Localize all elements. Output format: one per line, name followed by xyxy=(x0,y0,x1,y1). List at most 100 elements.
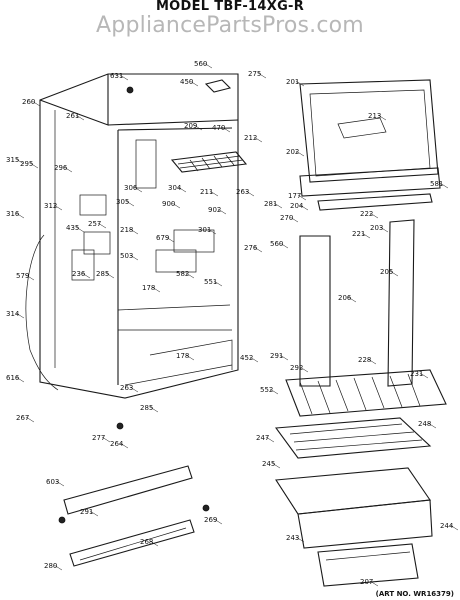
callout-304: 304 xyxy=(168,184,182,192)
callout-213: 213 xyxy=(368,112,381,120)
watermark: AppliancePartsPros.com xyxy=(96,13,364,38)
callout-211: 211 xyxy=(200,188,213,196)
leader-line xyxy=(89,510,99,517)
leader-line xyxy=(299,204,309,211)
leader-line xyxy=(31,100,41,107)
leader-line xyxy=(245,190,255,197)
leader-line xyxy=(427,422,437,429)
leader-line xyxy=(209,190,219,197)
callout-178: 178 xyxy=(176,352,189,360)
door xyxy=(299,79,441,387)
wire-shelf xyxy=(285,369,447,417)
callout-560: 560 xyxy=(194,60,207,68)
callout-285: 285 xyxy=(96,270,109,278)
drain-tube xyxy=(25,234,124,430)
leader-line xyxy=(249,356,259,363)
leader-line xyxy=(185,272,195,279)
leader-line xyxy=(25,274,35,281)
callout-260: 260 xyxy=(22,98,35,106)
leader-line xyxy=(53,204,63,211)
callout-207: 207 xyxy=(360,578,373,586)
leader-line xyxy=(207,228,217,235)
callout-269: 269 xyxy=(204,516,217,524)
callout-296: 296 xyxy=(54,164,68,172)
callout-201: 201 xyxy=(286,78,299,86)
callout-218: 218 xyxy=(120,226,133,234)
leader-line xyxy=(367,358,377,365)
leader-line xyxy=(105,272,115,279)
leader-line xyxy=(253,246,263,253)
leader-line xyxy=(101,436,111,443)
callout-315: 315 xyxy=(6,156,19,164)
callout-552: 552 xyxy=(260,386,273,394)
leader-line xyxy=(81,272,91,279)
callout-247: 247 xyxy=(256,434,269,442)
callout-243: 243 xyxy=(286,534,299,542)
leader-line xyxy=(269,388,279,395)
leader-line xyxy=(125,200,135,207)
callout-679: 679 xyxy=(156,234,169,242)
leader-line xyxy=(75,226,85,233)
callout-560: 560 xyxy=(270,240,283,248)
leader-line xyxy=(119,74,129,81)
crisper-cover xyxy=(274,417,432,459)
callout-312: 312 xyxy=(44,202,57,210)
callout-268: 268 xyxy=(140,538,153,546)
leader-line xyxy=(171,202,181,209)
callout-236: 236 xyxy=(72,270,86,278)
leader-line xyxy=(279,354,289,361)
leader-line xyxy=(369,212,379,219)
leader-line xyxy=(295,150,305,157)
callout-291: 291 xyxy=(80,508,93,516)
leader-line xyxy=(257,72,267,79)
callout-503: 503 xyxy=(120,252,133,260)
leader-line xyxy=(439,182,449,189)
leader-line xyxy=(149,406,159,413)
callout-452: 452 xyxy=(240,354,253,362)
callout-203: 203 xyxy=(370,224,383,232)
callout-205: 205 xyxy=(380,268,393,276)
callout-314: 314 xyxy=(6,310,20,318)
callout-209: 209 xyxy=(184,122,197,130)
callout-470: 470 xyxy=(212,124,225,132)
leader-line xyxy=(289,216,299,223)
callout-206: 206 xyxy=(338,294,352,302)
callout-202: 202 xyxy=(286,148,299,156)
callout-551: 551 xyxy=(204,278,217,286)
callout-285: 285 xyxy=(140,404,153,412)
leader-line xyxy=(75,114,85,121)
callout-257: 257 xyxy=(88,220,101,228)
leader-line xyxy=(55,480,65,487)
leader-line xyxy=(265,436,275,443)
leader-line xyxy=(53,564,63,571)
callout-267: 267 xyxy=(16,414,29,422)
leader-line xyxy=(177,186,187,193)
cabinet xyxy=(39,73,239,399)
leader-line xyxy=(129,386,139,393)
leader-line xyxy=(129,228,139,235)
callout-231: 231 xyxy=(410,370,423,378)
callout-277: 277 xyxy=(92,434,105,442)
callout-222: 222 xyxy=(360,210,373,218)
leader-line xyxy=(419,372,429,379)
leader-line xyxy=(217,208,227,215)
leader-line xyxy=(253,136,263,143)
callout-306: 306 xyxy=(124,184,138,192)
callout-900: 900 xyxy=(162,200,175,208)
callout-316: 316 xyxy=(6,210,20,218)
leader-line xyxy=(273,202,283,209)
door-bin xyxy=(317,543,419,587)
leader-line xyxy=(379,226,389,233)
leader-line xyxy=(361,232,371,239)
leader-line xyxy=(449,524,459,531)
leader-line xyxy=(203,62,213,69)
callout-270: 270 xyxy=(280,214,293,222)
leader-line xyxy=(295,80,305,87)
callout-263: 263 xyxy=(236,188,249,196)
callout-450: 450 xyxy=(180,78,193,86)
leader-line xyxy=(15,158,25,165)
leader-line xyxy=(213,280,223,287)
callout-295: 295 xyxy=(20,160,33,168)
